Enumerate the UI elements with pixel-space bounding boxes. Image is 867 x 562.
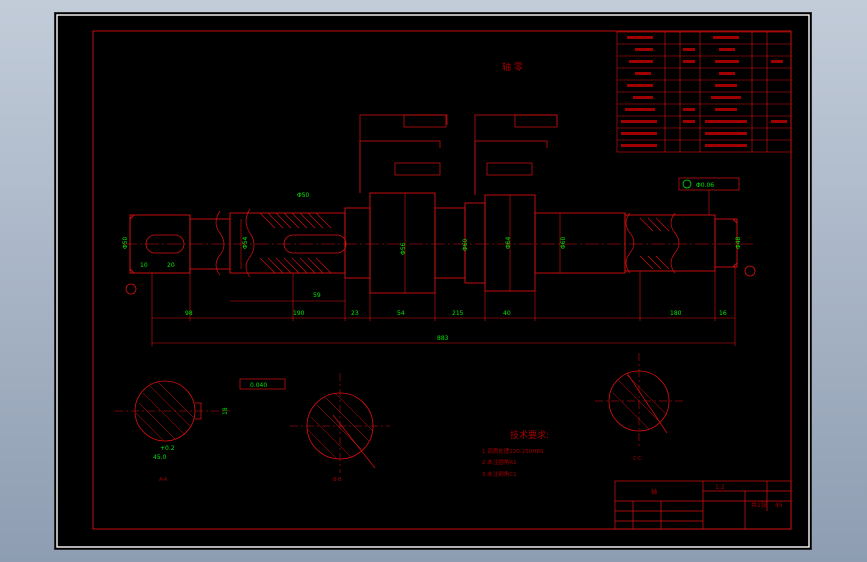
dia-1: Φ50 — [122, 236, 129, 249]
dia-3: Φ56 — [400, 242, 407, 255]
outer-white-border — [56, 14, 810, 548]
dia-2: Φ54 — [242, 236, 249, 249]
tech-heading: 技术要求: — [510, 429, 549, 441]
tech-line-2: 2.未注圆角R1 — [482, 458, 517, 466]
dia-6: Φ60 — [560, 236, 567, 249]
technical-requirements: 技术要求: 1.调质处理220-250HBS 2.未注圆角R1 3.未注倒角C1 — [482, 429, 549, 478]
dia-4: Φ60 — [462, 238, 469, 251]
dim-10: 10 — [140, 262, 148, 269]
dia-8: Φ50 — [297, 192, 310, 199]
scale: 1:2 — [715, 484, 725, 491]
symmetry-value: 0.040 — [250, 382, 267, 389]
dim-215: 215 — [452, 310, 464, 317]
dim-59: 59 — [313, 292, 321, 299]
parameter-table-marks — [621, 36, 787, 147]
dim-40: 40 — [503, 310, 511, 317]
break-lines — [215, 208, 680, 278]
dimension-labels: 98 190 59 23 54 215 40 180 16 883 10 20 … — [122, 192, 742, 342]
dim-98: 98 — [185, 310, 193, 317]
dim-20: 20 — [167, 262, 175, 269]
datum-a — [125, 283, 137, 295]
section-a-label: A-A — [159, 477, 168, 483]
section-c: C-C — [595, 353, 685, 462]
material: 45 — [775, 502, 783, 509]
dia-7: Φ48 — [735, 236, 742, 249]
sheet-count: 共1张 — [751, 501, 767, 509]
shaft-drawing: 轴 零 — [56, 14, 810, 548]
datum-b — [744, 265, 756, 277]
dim-total: 883 — [437, 335, 449, 342]
tech-line-3: 3.未注倒角C1 — [482, 470, 517, 478]
section-c-label: C-C — [633, 456, 642, 462]
drawing-title: 轴 零 — [502, 61, 523, 73]
parameter-table — [616, 31, 792, 153]
tech-line-1: 1.调质处理220-250HBS — [482, 447, 544, 455]
section-a: 0.040 18 +0.2 45.0 A-A — [115, 378, 286, 483]
dim-16: 16 — [719, 310, 727, 317]
straightness-value: Φ0.06 — [696, 182, 714, 189]
dia-5: Φ64 — [505, 236, 512, 249]
section-b-label: B-B — [333, 477, 342, 483]
title-block — [614, 480, 792, 530]
title-block-text: 轴 1:2 共1张 45 — [651, 484, 783, 509]
part-name: 轴 — [651, 488, 657, 496]
gear-tolerance-frames — [359, 114, 558, 195]
keyways — [145, 234, 347, 254]
drawing-sheet[interactable]: 轴 零 — [55, 13, 811, 549]
dim-54: 54 — [397, 310, 405, 317]
dimension-lines — [129, 193, 736, 346]
dim-190: 190 — [293, 310, 305, 317]
straightness-tolerance: Φ0.06 — [678, 177, 740, 215]
section-b: B-B — [290, 373, 390, 483]
dim-23: 23 — [351, 310, 359, 317]
section-a-dim: 45.0 — [153, 454, 167, 461]
break-hatching — [259, 212, 670, 274]
flat-dimension: 18 — [222, 407, 229, 415]
dim-180: 180 — [670, 310, 682, 317]
section-a-tol: +0.2 — [160, 445, 175, 452]
inner-red-frame — [92, 30, 792, 530]
shaft-outline — [129, 192, 738, 294]
